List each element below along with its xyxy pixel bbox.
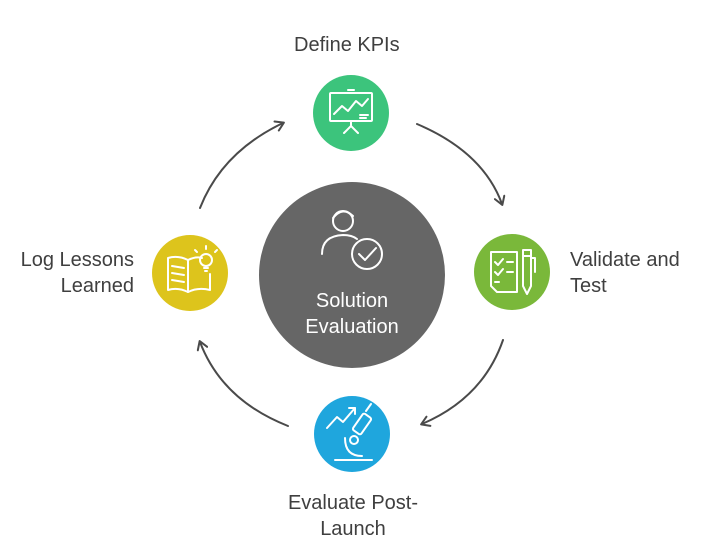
arrow-top-to-right: [416, 123, 506, 206]
define-kpis-circle: [313, 75, 389, 151]
center-label-line2: Evaluation: [305, 316, 399, 338]
book-lightbulb-icon: [167, 245, 218, 293]
log-lessons-learned-line1: Log Lessons: [20, 249, 134, 271]
center-circle: [259, 182, 445, 368]
arrow-right-to-bottom: [420, 339, 504, 427]
validate-and-test-label: Validate and Test: [570, 247, 680, 299]
log-lessons-learned-circle: [152, 235, 228, 311]
center-label: Solution Evaluation: [282, 288, 422, 340]
microscope-trend-icon: [326, 403, 373, 461]
log-lessons-learned-label: Log Lessons Learned: [4, 247, 134, 299]
define-kpis-label: Define KPIs: [294, 34, 400, 56]
evaluate-post-launch-circle: [314, 396, 390, 472]
evaluate-post-launch-line1: Evaluate Post-: [287, 492, 419, 514]
presentation-chart-icon: [329, 89, 373, 134]
validate-and-test-line1: Validate and: [570, 249, 680, 271]
log-lessons-learned-line2: Learned: [60, 275, 134, 297]
center-label-line1: Solution: [315, 290, 389, 312]
arrow-bottom-to-left: [196, 340, 289, 427]
checklist-pen-icon: [490, 249, 536, 295]
evaluate-post-launch-label: Evaluate Post- Launch: [280, 490, 426, 542]
arrow-left-to-top: [199, 120, 285, 209]
validate-and-test-line2: Test: [570, 275, 607, 297]
evaluate-post-launch-line2: Launch: [320, 518, 386, 540]
person-check-icon: [321, 210, 383, 270]
